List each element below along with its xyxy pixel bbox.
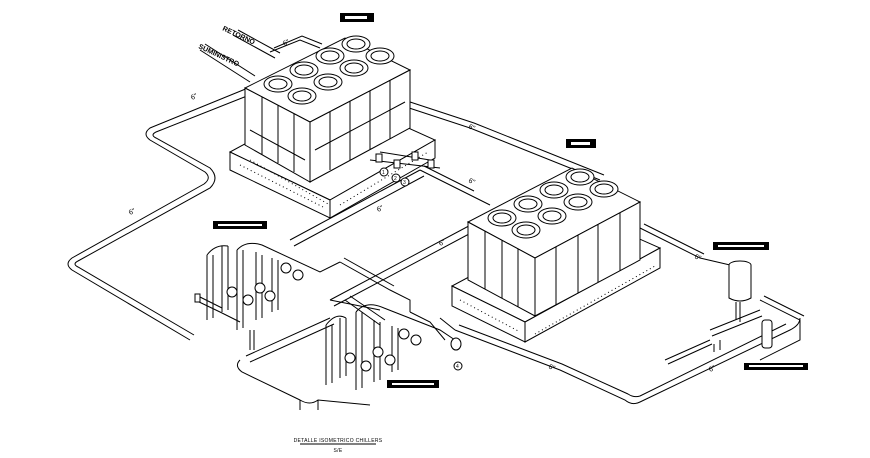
valve-tag: 1 xyxy=(382,170,385,176)
fan-icon xyxy=(487,168,619,239)
chiller-unit-1 xyxy=(228,13,437,219)
piping-network xyxy=(67,29,805,410)
valve-icon xyxy=(375,153,383,163)
tank-icon xyxy=(728,260,752,302)
pipe-size-label: 6" xyxy=(467,177,476,186)
pipe-size-label: 6" xyxy=(190,93,199,102)
valve-tag: 4 xyxy=(456,364,459,370)
pipe-size-label: 6" xyxy=(693,253,702,262)
drawing-title: DETALLE ISOMETRICO CHILLERS xyxy=(294,438,383,444)
expansion-tank-assembly xyxy=(664,242,808,370)
chiller-unit-2 xyxy=(450,139,662,343)
valve-icon xyxy=(411,151,419,161)
pipe-size-label: 6" xyxy=(128,208,137,217)
title-block: DETALLE ISOMETRICO CHILLERS S/E xyxy=(294,438,383,454)
pump-icon xyxy=(344,328,422,372)
suministro-label: SUMINISTRO xyxy=(197,43,240,68)
fan-icon xyxy=(263,35,395,105)
pipe-size-label: 6" xyxy=(467,123,476,132)
pump-skid-2 xyxy=(325,304,462,390)
pipe-size-label: 6" xyxy=(376,205,385,214)
valve-icon xyxy=(427,159,435,169)
pipe-size-labels: 6" 6" 6" 6" 6" 6" 6" 6" 6" 6" xyxy=(128,39,717,374)
pipe-size-label: 6" xyxy=(547,363,556,372)
valve-group: 1 2 3 4 xyxy=(369,151,463,371)
pump-skid-1 xyxy=(194,221,341,330)
retorno-label: RETORNO xyxy=(221,25,256,46)
valve-icon xyxy=(393,159,401,169)
pump-icon xyxy=(226,262,304,306)
pipe-size-label: 6" xyxy=(438,239,447,248)
valve-tag: 3 xyxy=(403,180,406,186)
drawing-scale: S/E xyxy=(334,448,343,454)
pipe-size-label: 6" xyxy=(282,39,291,48)
pipe-size-label: 6" xyxy=(708,365,717,374)
valve-tag: 2 xyxy=(394,176,397,182)
